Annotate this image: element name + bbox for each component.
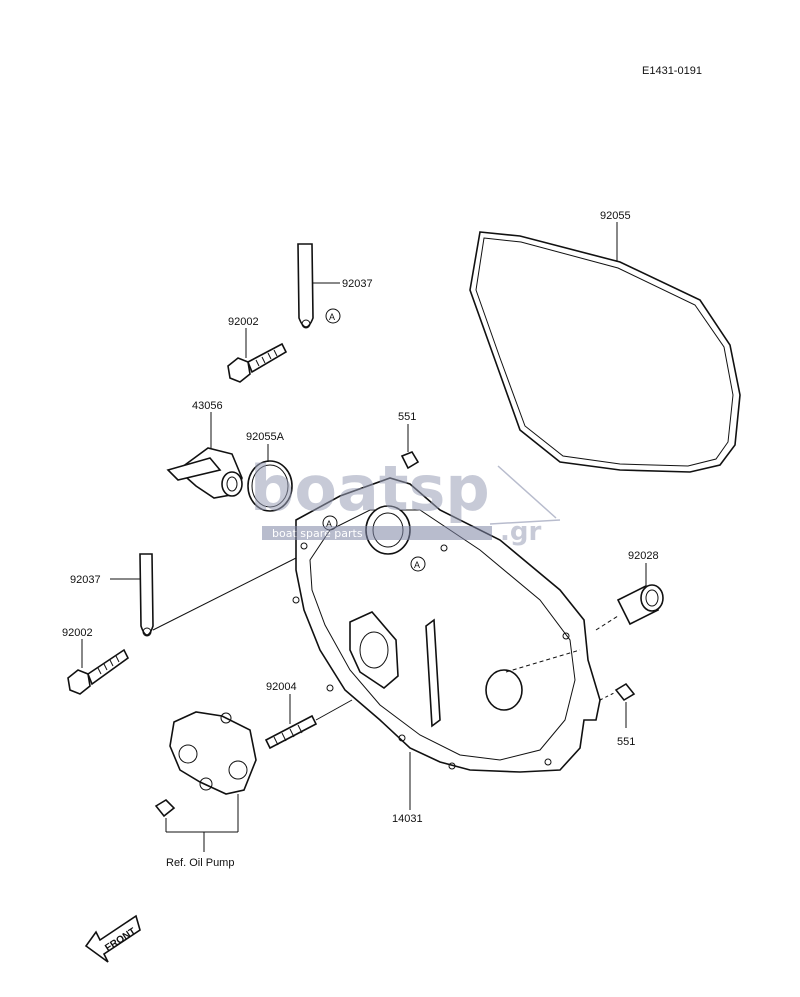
dowel-551-right[interactable] [614, 682, 636, 702]
strap-92037-top[interactable] [297, 243, 314, 329]
label-92002-left: 92002 [62, 627, 93, 639]
svg-text:A: A [414, 560, 420, 570]
svg-text:A: A [326, 519, 332, 529]
stud-92004[interactable] [264, 714, 318, 750]
marker-a-cover-right: A [410, 556, 426, 572]
dowel-551-top[interactable] [400, 451, 420, 470]
marker-a-top: A [325, 308, 341, 324]
gasket-92055[interactable] [469, 231, 741, 473]
bolt-92002-left[interactable] [67, 648, 130, 695]
o-ring-92055A[interactable] [247, 460, 293, 512]
label-92037-left: 92037 [70, 574, 101, 586]
ref-oil-pump-label: Ref. Oil Pump [166, 857, 234, 869]
bolt-92002-top[interactable] [227, 342, 288, 383]
label-14031: 14031 [392, 813, 423, 825]
oil-filler-cap-43056[interactable] [166, 447, 243, 499]
label-92004: 92004 [266, 681, 297, 693]
front-arrow-icon: FRONT [84, 914, 141, 963]
label-551-top: 551 [398, 411, 416, 423]
diagram-code: E1431-0191 [642, 65, 702, 77]
label-92055A: 92055A [246, 431, 285, 443]
bushing-92028[interactable] [616, 584, 664, 626]
strap-92037-left[interactable] [139, 553, 154, 637]
label-92028: 92028 [628, 550, 659, 562]
label-551-right: 551 [617, 736, 635, 748]
watermark-tagline: boat spare parts [272, 527, 363, 540]
label-43056: 43056 [192, 400, 223, 412]
label-92055: 92055 [600, 210, 631, 222]
oil-pump-reference [154, 711, 257, 818]
watermark-logo: boatsp .gr boat spare parts [250, 452, 561, 547]
watermark-brand: boatsp [250, 452, 490, 525]
label-92002-top: 92002 [228, 316, 259, 328]
label-92037-top: 92037 [342, 278, 373, 290]
svg-text:A: A [329, 312, 335, 322]
